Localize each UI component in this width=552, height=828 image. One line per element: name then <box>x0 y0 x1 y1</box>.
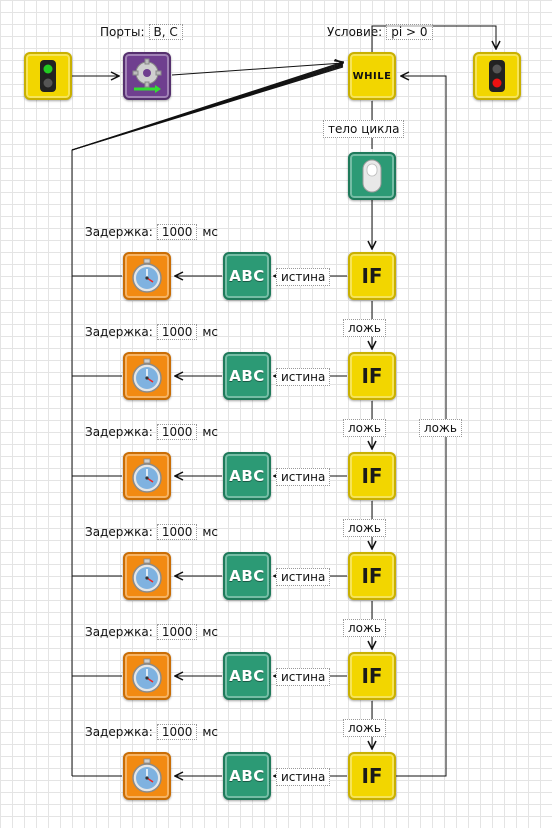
ports-value[interactable]: B, C <box>148 24 183 40</box>
print-text-block[interactable]: ABC <box>223 252 271 300</box>
if-block[interactable]: IF <box>348 752 396 800</box>
stopwatch-icon <box>132 658 162 693</box>
delay-label: Задержка:1000 мс <box>85 724 218 740</box>
delay-unit: мс <box>202 325 219 339</box>
if-block[interactable]: IF <box>348 552 396 600</box>
delay-label: Задержка:1000 мс <box>85 524 218 540</box>
stop-block[interactable] <box>473 52 521 100</box>
true-label: истина <box>276 368 331 386</box>
delay-value[interactable]: 1000 <box>156 524 198 540</box>
delay-block[interactable] <box>123 352 171 400</box>
loop-body-label: тело цикла <box>323 120 405 138</box>
delay-label: Задержка:1000 мс <box>85 624 218 640</box>
false-label-2: ложь <box>343 419 386 437</box>
if-icon: IF <box>361 264 383 288</box>
print-text-block[interactable]: ABC <box>223 352 271 400</box>
delay-block[interactable] <box>123 452 171 500</box>
if-icon: IF <box>361 464 383 488</box>
false-label-5: ложь <box>343 719 386 737</box>
delay-unit: мс <box>202 225 219 239</box>
delay-value[interactable]: 1000 <box>156 224 198 240</box>
print-text-block[interactable]: ABC <box>223 652 271 700</box>
delay-block[interactable] <box>123 252 171 300</box>
delay-label-text: Задержка: <box>85 225 153 239</box>
sensor-icon <box>362 159 382 193</box>
print-text-block[interactable]: ABC <box>223 452 271 500</box>
delay-value[interactable]: 1000 <box>156 324 198 340</box>
delay-unit: мс <box>202 425 219 439</box>
delay-label: Задержка:1000 мс <box>85 224 218 240</box>
delay-block[interactable] <box>123 552 171 600</box>
delay-block[interactable] <box>123 752 171 800</box>
start-block[interactable] <box>24 52 72 100</box>
abc-icon: ABC <box>229 667 265 685</box>
delay-label-text: Задержка: <box>85 525 153 539</box>
if-block[interactable]: IF <box>348 352 396 400</box>
if-icon: IF <box>361 564 383 588</box>
false-label-return: ложь <box>419 419 462 437</box>
while-icon: WHILE <box>352 70 392 82</box>
true-label: истина <box>276 768 331 786</box>
delay-value[interactable]: 1000 <box>156 424 198 440</box>
abc-icon: ABC <box>229 767 265 785</box>
delay-block[interactable] <box>123 652 171 700</box>
print-text-block[interactable]: ABC <box>223 752 271 800</box>
motor-block[interactable] <box>123 52 171 100</box>
delay-label-text: Задержка: <box>85 325 153 339</box>
abc-icon: ABC <box>229 467 265 485</box>
delay-value[interactable]: 1000 <box>156 724 198 740</box>
delay-label-text: Задержка: <box>85 625 153 639</box>
delay-label-text: Задержка: <box>85 425 153 439</box>
false-label-3: ложь <box>343 519 386 537</box>
delay-unit: мс <box>202 525 219 539</box>
if-icon: IF <box>361 364 383 388</box>
traffic-light-green-icon <box>40 60 56 92</box>
ports-label-text: Порты: <box>100 25 145 39</box>
stopwatch-icon <box>132 458 162 493</box>
while-block[interactable]: WHILE <box>348 52 396 100</box>
false-label-4: ложь <box>343 619 386 637</box>
if-block[interactable]: IF <box>348 652 396 700</box>
if-block[interactable]: IF <box>348 452 396 500</box>
traffic-light-red-icon <box>489 60 505 92</box>
false-label-1: ложь <box>343 319 386 337</box>
true-label: истина <box>276 268 331 286</box>
abc-icon: ABC <box>229 567 265 585</box>
stopwatch-icon <box>132 358 162 393</box>
stopwatch-icon <box>132 258 162 293</box>
ports-label: Порты:B, C <box>100 24 183 40</box>
true-label: истина <box>276 568 331 586</box>
condition-value[interactable]: pi > 0 <box>386 24 433 40</box>
stopwatch-icon <box>132 758 162 793</box>
delay-label: Задержка:1000 мс <box>85 424 218 440</box>
delay-unit: мс <box>202 625 219 639</box>
if-icon: IF <box>361 664 383 688</box>
true-label: истина <box>276 468 331 486</box>
delay-value[interactable]: 1000 <box>156 624 198 640</box>
stopwatch-icon <box>132 558 162 593</box>
delay-unit: мс <box>202 725 219 739</box>
condition-label-text: Условие: <box>327 25 383 39</box>
abc-icon: ABC <box>229 267 265 285</box>
motor-gear-icon <box>132 58 162 93</box>
if-icon: IF <box>361 764 383 788</box>
abc-icon: ABC <box>229 367 265 385</box>
if-block[interactable]: IF <box>348 252 396 300</box>
print-text-block[interactable]: ABC <box>223 552 271 600</box>
condition-label: Условие:pi > 0 <box>327 24 433 40</box>
delay-label: Задержка:1000 мс <box>85 324 218 340</box>
delay-label-text: Задержка: <box>85 725 153 739</box>
sensor-block[interactable] <box>348 152 396 200</box>
true-label: истина <box>276 668 331 686</box>
